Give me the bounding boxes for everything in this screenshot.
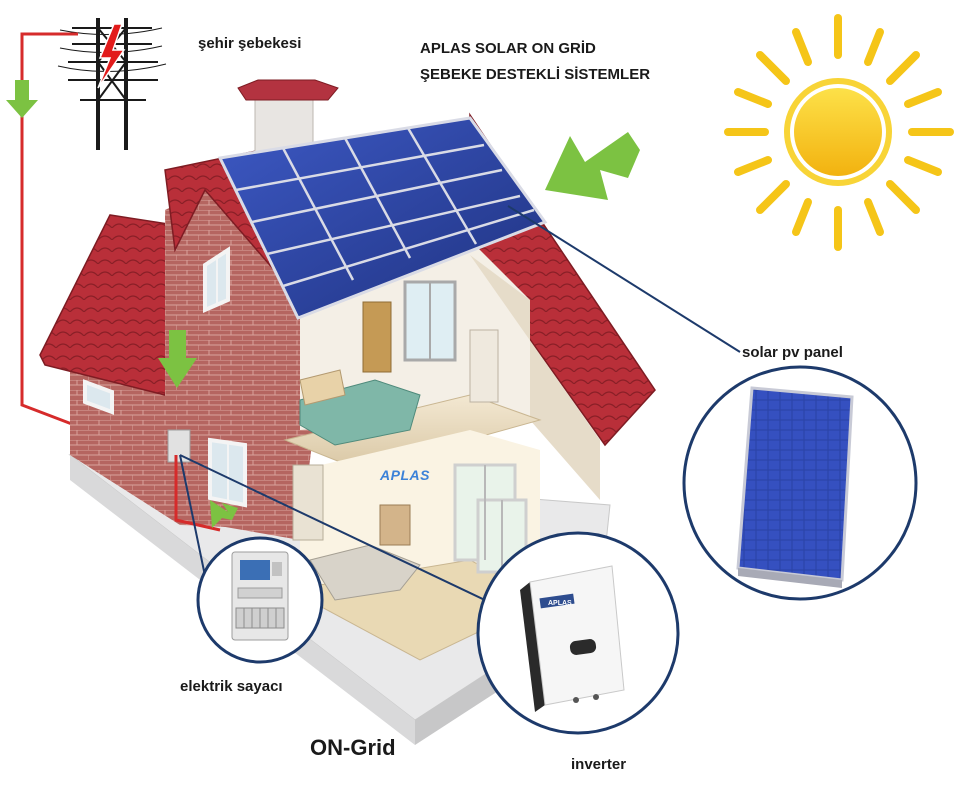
pv-panel-callout: [682, 365, 918, 601]
inverter-callout: [476, 531, 680, 735]
flow-arrow-icon: [6, 80, 38, 118]
diagram-title-line1: APLAS SOLAR ON GRİD: [420, 40, 596, 57]
roof-solar-array: [217, 116, 548, 320]
inverter-brand-label: APLAS: [548, 600, 572, 607]
inverter-icon: [520, 565, 625, 712]
sun-icon: [724, 14, 954, 251]
pv-panel-icon: [736, 386, 854, 588]
house-brand-label: APLAS: [380, 467, 430, 483]
inverter-label: inverter: [571, 756, 627, 773]
meter-label: elektrik sayacı: [180, 678, 283, 695]
flow-arrow-icon: [210, 500, 238, 528]
city-grid-label: şehir şebekesi: [198, 35, 302, 52]
diagram-title-line2: ŞEBEKE DESTEKLİ SİSTEMLER: [420, 66, 651, 83]
flow-arrow-icon: [545, 132, 640, 200]
meter-callout: [196, 536, 324, 664]
solar-panel-label: solar pv panel: [742, 344, 843, 361]
lightning-icon: [97, 23, 126, 89]
flow-arrow-icon: [158, 330, 197, 388]
electric-meter-icon: [231, 551, 289, 641]
system-type-label: ON-Grid: [310, 735, 396, 760]
